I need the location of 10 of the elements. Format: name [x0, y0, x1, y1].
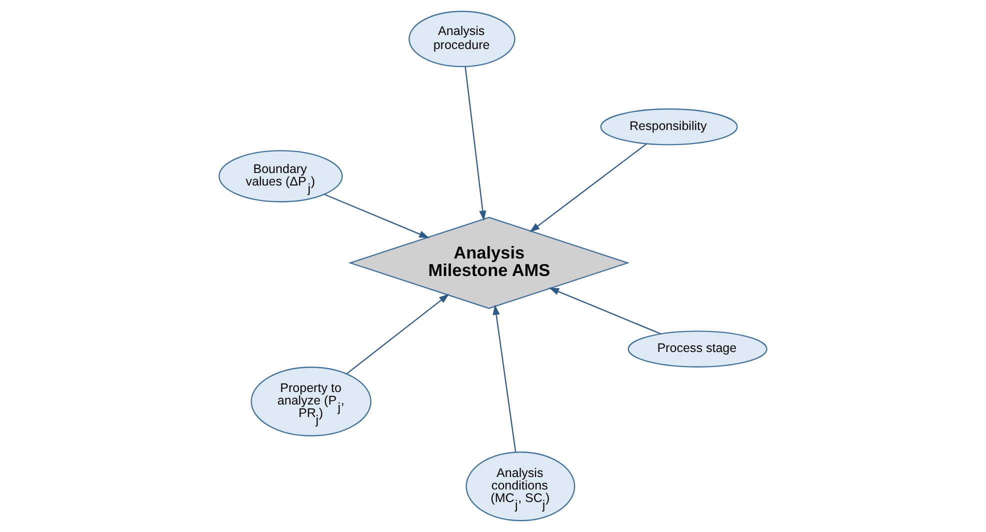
arrow: [530, 143, 647, 232]
arrow: [346, 294, 450, 374]
arrow: [548, 288, 662, 334]
arrow: [464, 66, 486, 221]
arrow: [324, 194, 430, 238]
node-ellipse: Responsibility: [600, 108, 738, 146]
node-diamond: Analysis Milestone AMS: [348, 216, 630, 309]
node-ellipse: Analysis procedure: [408, 10, 516, 68]
arrow: [492, 304, 516, 452]
node-ellipse: Process stage: [628, 330, 768, 368]
